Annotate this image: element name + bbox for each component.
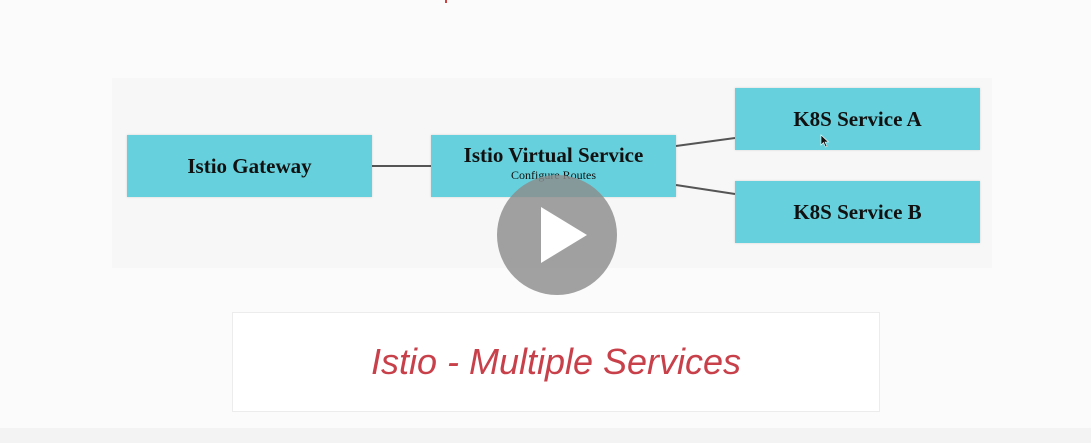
mouse-cursor-icon <box>820 134 830 148</box>
play-icon <box>541 207 587 263</box>
node-title: Istio Virtual Service <box>463 143 644 167</box>
node-k8s-service-b: K8S Service B <box>735 181 980 243</box>
node-istio-gateway: Istio Gateway <box>127 135 372 197</box>
red-marker <box>445 0 447 3</box>
node-title: K8S Service A <box>793 107 922 131</box>
node-title: K8S Service B <box>793 200 922 224</box>
node-title: Istio Gateway <box>187 154 312 178</box>
slide-caption: Istio - Multiple Services <box>370 341 742 382</box>
play-button[interactable] <box>497 175 617 295</box>
node-k8s-service-a: K8S Service A <box>735 88 980 150</box>
slide-caption-box: Istio - Multiple Services <box>232 312 880 412</box>
bottom-strip <box>0 428 1091 443</box>
